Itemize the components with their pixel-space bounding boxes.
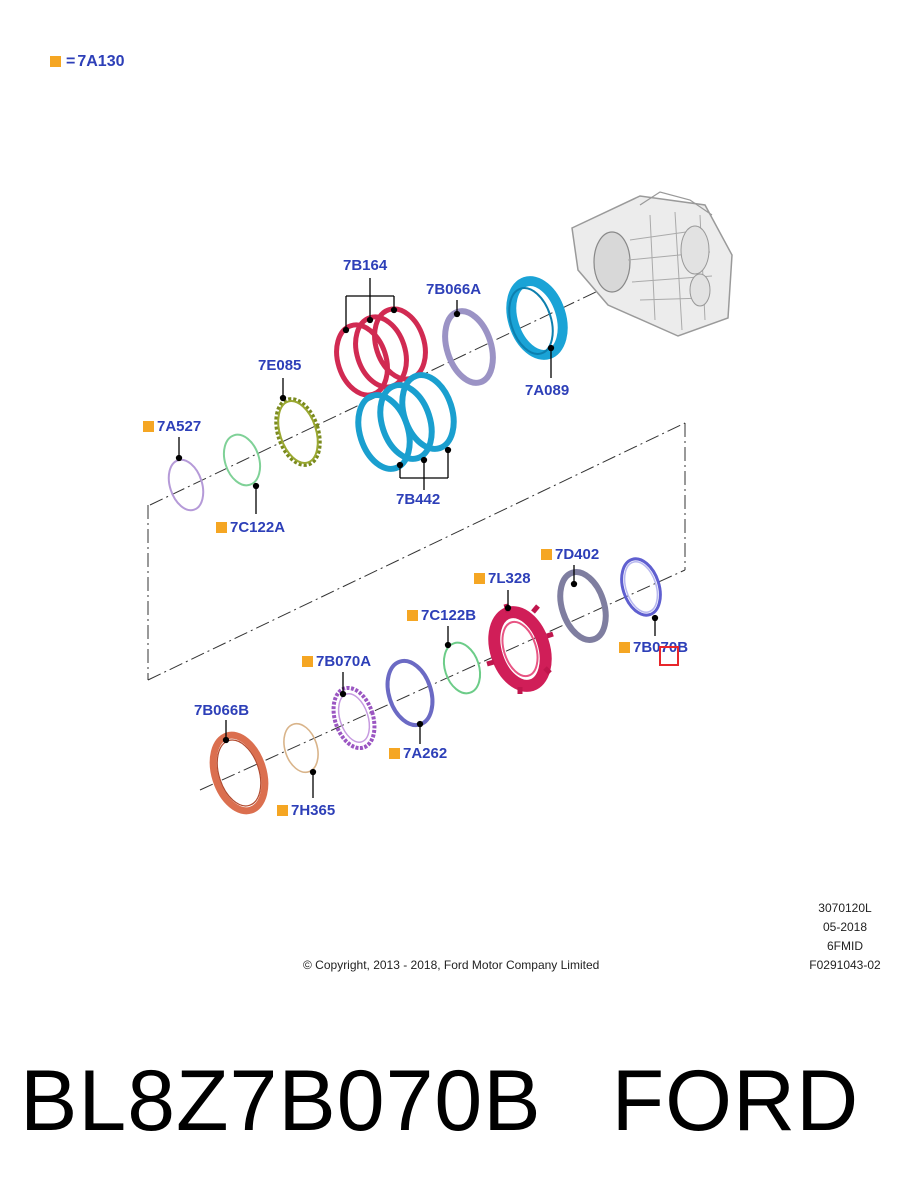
ring-7A527 <box>167 458 205 512</box>
label-7H365[interactable]: 7H365 <box>277 802 335 819</box>
transmission-housing-icon <box>571 191 733 337</box>
label-7B066B[interactable]: 7B066B <box>194 702 250 719</box>
label-7E085[interactable]: 7E085 <box>258 357 302 374</box>
leader-7B066B <box>222 720 230 744</box>
marker-icon <box>619 642 630 653</box>
leader-7B070B <box>651 614 659 636</box>
leader-7B070A <box>339 672 347 698</box>
marker-icon <box>277 805 288 816</box>
leader-7C122A <box>252 482 260 514</box>
label-7L328[interactable]: 7L328 <box>474 570 531 587</box>
marker-icon <box>407 610 418 621</box>
leader-7E085 <box>279 378 287 402</box>
ring-7C122B <box>442 641 482 695</box>
label-7C122B[interactable]: 7C122B <box>407 607 476 624</box>
label-7C122A[interactable]: 7C122A <box>216 519 285 536</box>
brand-name: FORD <box>611 1053 860 1149</box>
meta-date: 05-2018 <box>822 920 868 934</box>
label-7B066A[interactable]: 7B066A <box>426 281 482 298</box>
marker-icon <box>541 549 552 560</box>
leader-7B066A <box>453 300 461 318</box>
leader-7B442 <box>396 446 452 490</box>
ring-7B070A <box>331 685 377 751</box>
legend: =7A130 <box>50 53 125 71</box>
highlight-box <box>659 646 679 666</box>
ring-7C122A <box>222 433 262 487</box>
legend-equals: = <box>66 53 76 70</box>
ring-7B066A <box>442 308 496 386</box>
copyright-text: © Copyright, 2013 - 2018, Ford Motor Com… <box>303 958 600 972</box>
dashed-border-top <box>147 422 686 681</box>
leader-7A527 <box>175 437 183 462</box>
marker-icon <box>474 573 485 584</box>
label-7A089[interactable]: 7A089 <box>525 382 570 399</box>
leader-7C122B <box>444 626 452 649</box>
marker-icon <box>389 748 400 759</box>
ring-7A089 <box>506 276 568 360</box>
ring-7A262 <box>385 658 435 728</box>
leader-7A089 <box>547 344 555 378</box>
label-7A527[interactable]: 7A527 <box>143 418 201 435</box>
ring-7B070B <box>620 557 662 617</box>
label-7D402[interactable]: 7D402 <box>541 546 599 563</box>
label-7B070A[interactable]: 7B070A <box>302 653 371 670</box>
product-title: BL8Z7B070B FORD <box>20 1052 859 1151</box>
ring-7D402 <box>557 569 609 643</box>
ring-7B442 <box>355 372 457 472</box>
marker-icon <box>216 522 227 533</box>
ring-7E085 <box>274 397 322 467</box>
meta-figure: F0291043-02 <box>809 958 881 972</box>
legend-part: 7A130 <box>77 53 125 70</box>
part-number: BL8Z7B070B <box>20 1053 542 1149</box>
leader-7A262 <box>416 720 424 744</box>
label-7B442[interactable]: 7B442 <box>396 491 441 508</box>
marker-icon <box>302 656 313 667</box>
ring-7B164 <box>334 306 428 398</box>
leader-7B164 <box>342 278 398 334</box>
exploded-parts-diagram: =7A130 7B164 7B066A 7A089 7E085 7A527 7C… <box>50 53 910 975</box>
metadata-block: 3070120L 05-2018 6FMID F0291043-02 <box>780 899 910 975</box>
diagram-svg <box>147 191 733 815</box>
leader-7L328 <box>504 590 512 612</box>
leader-7D402 <box>570 565 578 588</box>
legend-marker-icon <box>50 56 61 67</box>
ring-7H365 <box>283 722 319 774</box>
marker-icon <box>143 421 154 432</box>
label-7A262[interactable]: 7A262 <box>389 745 447 762</box>
ring-7L328 <box>486 603 554 694</box>
meta-model: 6FMID <box>827 939 863 953</box>
label-7B164[interactable]: 7B164 <box>343 257 388 274</box>
ring-7B066B <box>209 731 269 815</box>
meta-code: 3070120L <box>818 901 872 915</box>
leader-7H365 <box>309 768 317 798</box>
